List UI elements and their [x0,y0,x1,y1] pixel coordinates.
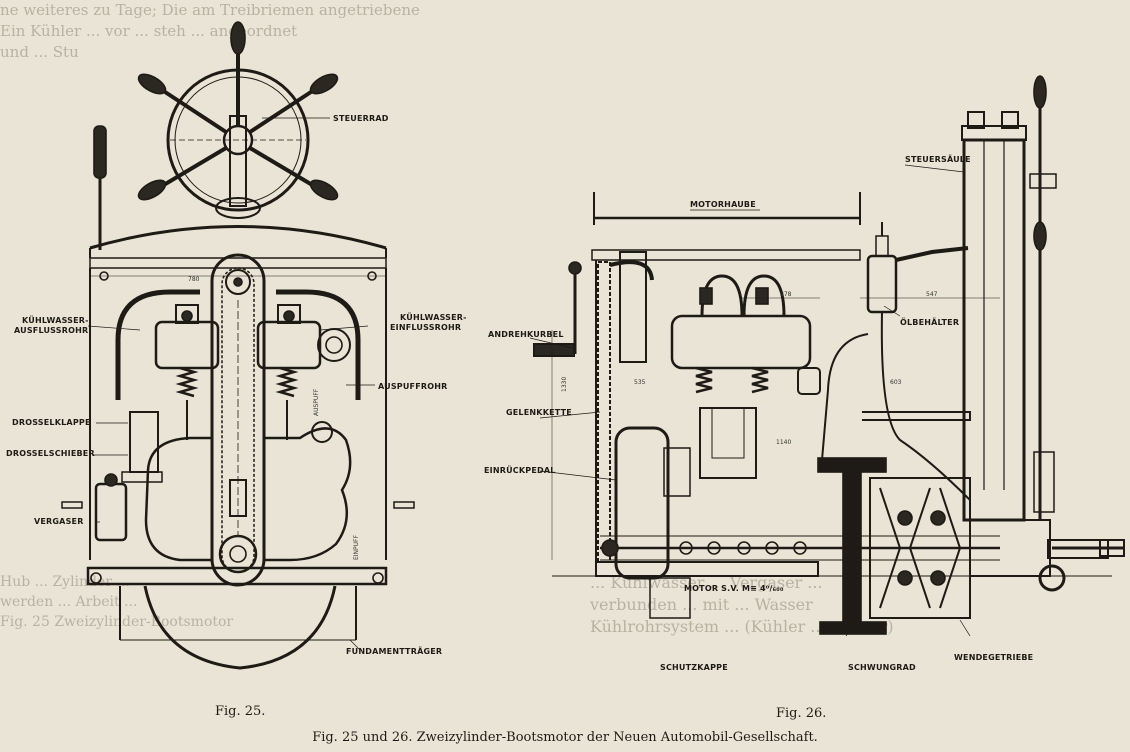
label-drosselklappe: DROSSELKLAPPE [12,418,91,427]
label-vergaser: VERGASER [34,517,84,526]
bleed-line: Hub ... Zylinder ... [0,574,130,590]
bleed-line: Ein Kühler ... vor ... steh ... angeordn… [0,22,298,40]
label-schutzkappe: SCHUTZKAPPE [660,663,728,672]
bleed-through-text-top: ne weiteres zu Tage; Die am Treibriemen … [0,0,540,63]
label-kuehlwasser-ausfluss: KÜHLWASSER- [22,315,89,325]
label-kuehlwasser-ausfluss-2: AUSFLUSSROHR [14,326,88,335]
dim-780: 780 [188,276,200,283]
dim-1330: 1330 [561,377,568,392]
dim-535: 535 [634,379,646,386]
label-kuehlwasser-einfluss-2: EINFLUSSROHR [390,323,461,332]
label-andrehkurbel: ANDREHKURBEL [488,330,564,339]
label-wendegetriebe: WENDEGETRIEBE [954,653,1033,662]
fig25-front-view [61,21,415,670]
label-motorhaube: MOTORHAUBE [690,200,756,209]
label-steuerrad: STEUERRAD [333,114,389,123]
label-auspuffrohr: AUSPUFFROHR [378,382,448,391]
label-gelenkkette: GELENKKETTE [506,408,572,417]
label-oelbehaelter: ÖLBEHÄLTER [900,317,959,327]
bleed-line: und ... Stu [0,43,79,61]
label-auspuff: AUSPUFF [313,388,320,416]
label-motor: MOTOR S.V. M≡ 4⁰/₆₀₀ [684,584,784,593]
label-fundamenttraeger: FUNDAMENTTRÄGER [346,646,442,656]
label-einrueckpedal: EINRÜCKPEDAL [484,465,556,475]
label-steuersaeule: STEUERSÄULE [905,154,971,164]
bleed-line: Fig. 25 Zweizylinder-Bootsmotor [0,614,234,630]
bleed-through-text-left: Hub ... Zylinder ... werden ... Arbeit .… [0,572,540,632]
label-schwungrad: SCHWUNGRAD [848,663,916,672]
fig25-caption: Fig. 25. [215,704,266,719]
bleed-line: verbunden ... mit ... Wasser [590,595,813,614]
steering-wheel [137,21,339,219]
dim-603: 603 [890,379,902,386]
label-kuehlwasser-einfluss: KÜHLWASSER- [400,312,467,322]
figure-caption: Fig. 25 und 26. Zweizylinder-Bootsmotor … [312,730,818,745]
fig26-side-view [529,75,1125,637]
fig26-caption: Fig. 26. [776,706,827,721]
bleed-line: werden ... Arbeit ... [0,594,138,610]
label-einpuff: EINPUFF [353,534,360,560]
bleed-line: Kühlrohrsystem ... (Kühler ... wasser) [590,617,894,636]
dim-547: 547 [926,291,938,298]
dim-1140: 1140 [776,439,791,446]
dim-878: 878 [780,291,792,298]
bleed-line: ne weiteres zu Tage; Die am Treibriemen … [0,1,420,19]
label-drosselschieber: DROSSELSCHIEBER [6,449,95,458]
